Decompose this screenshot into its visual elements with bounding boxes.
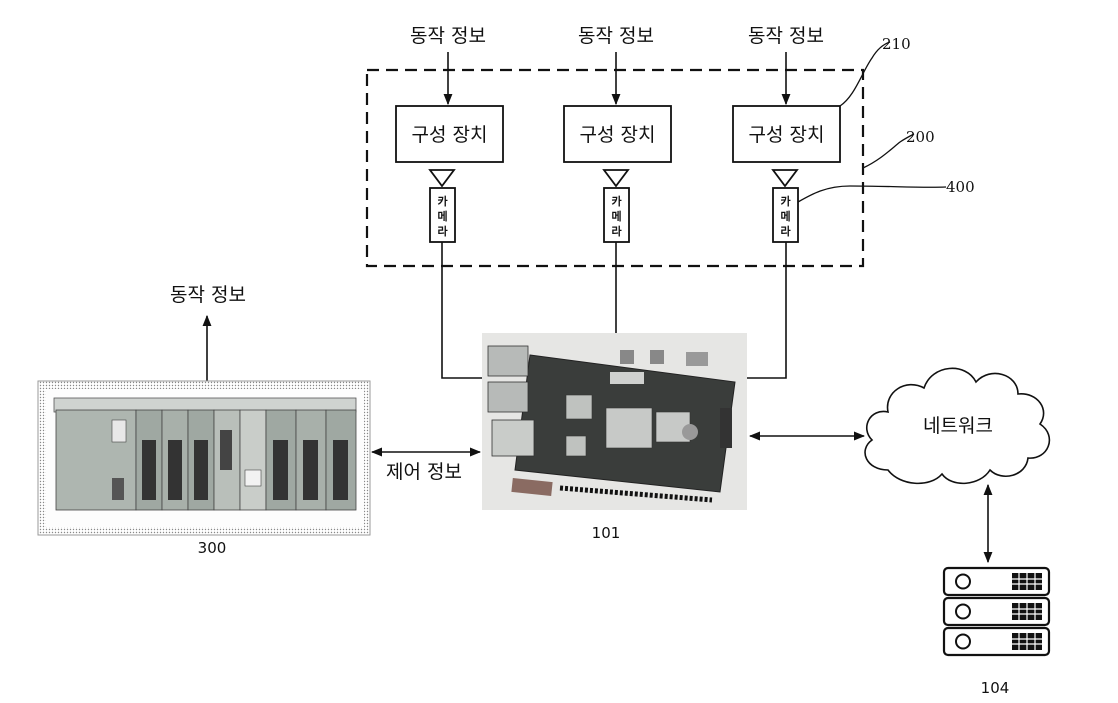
network-label: 네트워크 — [923, 415, 993, 437]
board-device-image — [482, 333, 747, 510]
camera-3-char-1: 카 — [780, 194, 790, 208]
camera-2-char-3: 라 — [611, 224, 622, 238]
server-stack-icon — [942, 566, 1051, 657]
plc-device-image — [37, 380, 371, 536]
camera-1: 카 메 라 — [428, 169, 456, 243]
ref-210: 210 — [882, 35, 911, 53]
action-info-label-1: 동작 정보 — [410, 25, 486, 47]
control-info-label: 제어 정보 — [386, 461, 462, 483]
device-3-label: 구성 장치 — [749, 124, 825, 146]
camera-1-char-3: 라 — [437, 224, 448, 238]
camera-2: 카 메 라 — [602, 169, 630, 243]
ref-104: 104 — [981, 679, 1010, 697]
camera-3-connection-line — [747, 242, 787, 379]
action-info-label-3: 동작 정보 — [748, 25, 824, 47]
camera-3-lens-icon — [771, 169, 799, 188]
leader-200 — [862, 133, 915, 169]
camera-2-char-1: 카 — [611, 194, 621, 208]
camera-3-char-2: 메 — [780, 209, 790, 223]
network-cloud-icon — [864, 367, 1051, 485]
device-1-label: 구성 장치 — [412, 124, 488, 146]
ref-200: 200 — [906, 128, 935, 146]
plc-action-info-label: 동작 정보 — [170, 284, 246, 306]
ref-300: 300 — [198, 539, 227, 557]
device-3: 구성 장치 — [732, 105, 841, 163]
action-info-label-2: 동작 정보 — [578, 25, 654, 47]
camera-1-lens-icon — [428, 169, 456, 188]
camera-2-lens-icon — [602, 169, 630, 188]
ref-400: 400 — [946, 178, 975, 196]
ref-101: 101 — [592, 524, 621, 542]
camera-1-char-1: 카 — [437, 194, 447, 208]
device-2: 구성 장치 — [563, 105, 672, 163]
leader-400 — [797, 185, 947, 203]
camera-1-char-2: 메 — [437, 209, 447, 223]
device-2-label: 구성 장치 — [580, 124, 656, 146]
device-1: 구성 장치 — [395, 105, 504, 163]
camera-1-connection-line — [441, 242, 482, 379]
camera-3-char-3: 라 — [780, 224, 791, 238]
leader-210 — [839, 41, 891, 107]
camera-2-char-2: 메 — [611, 209, 621, 223]
camera-3: 카 메 라 — [771, 169, 799, 243]
